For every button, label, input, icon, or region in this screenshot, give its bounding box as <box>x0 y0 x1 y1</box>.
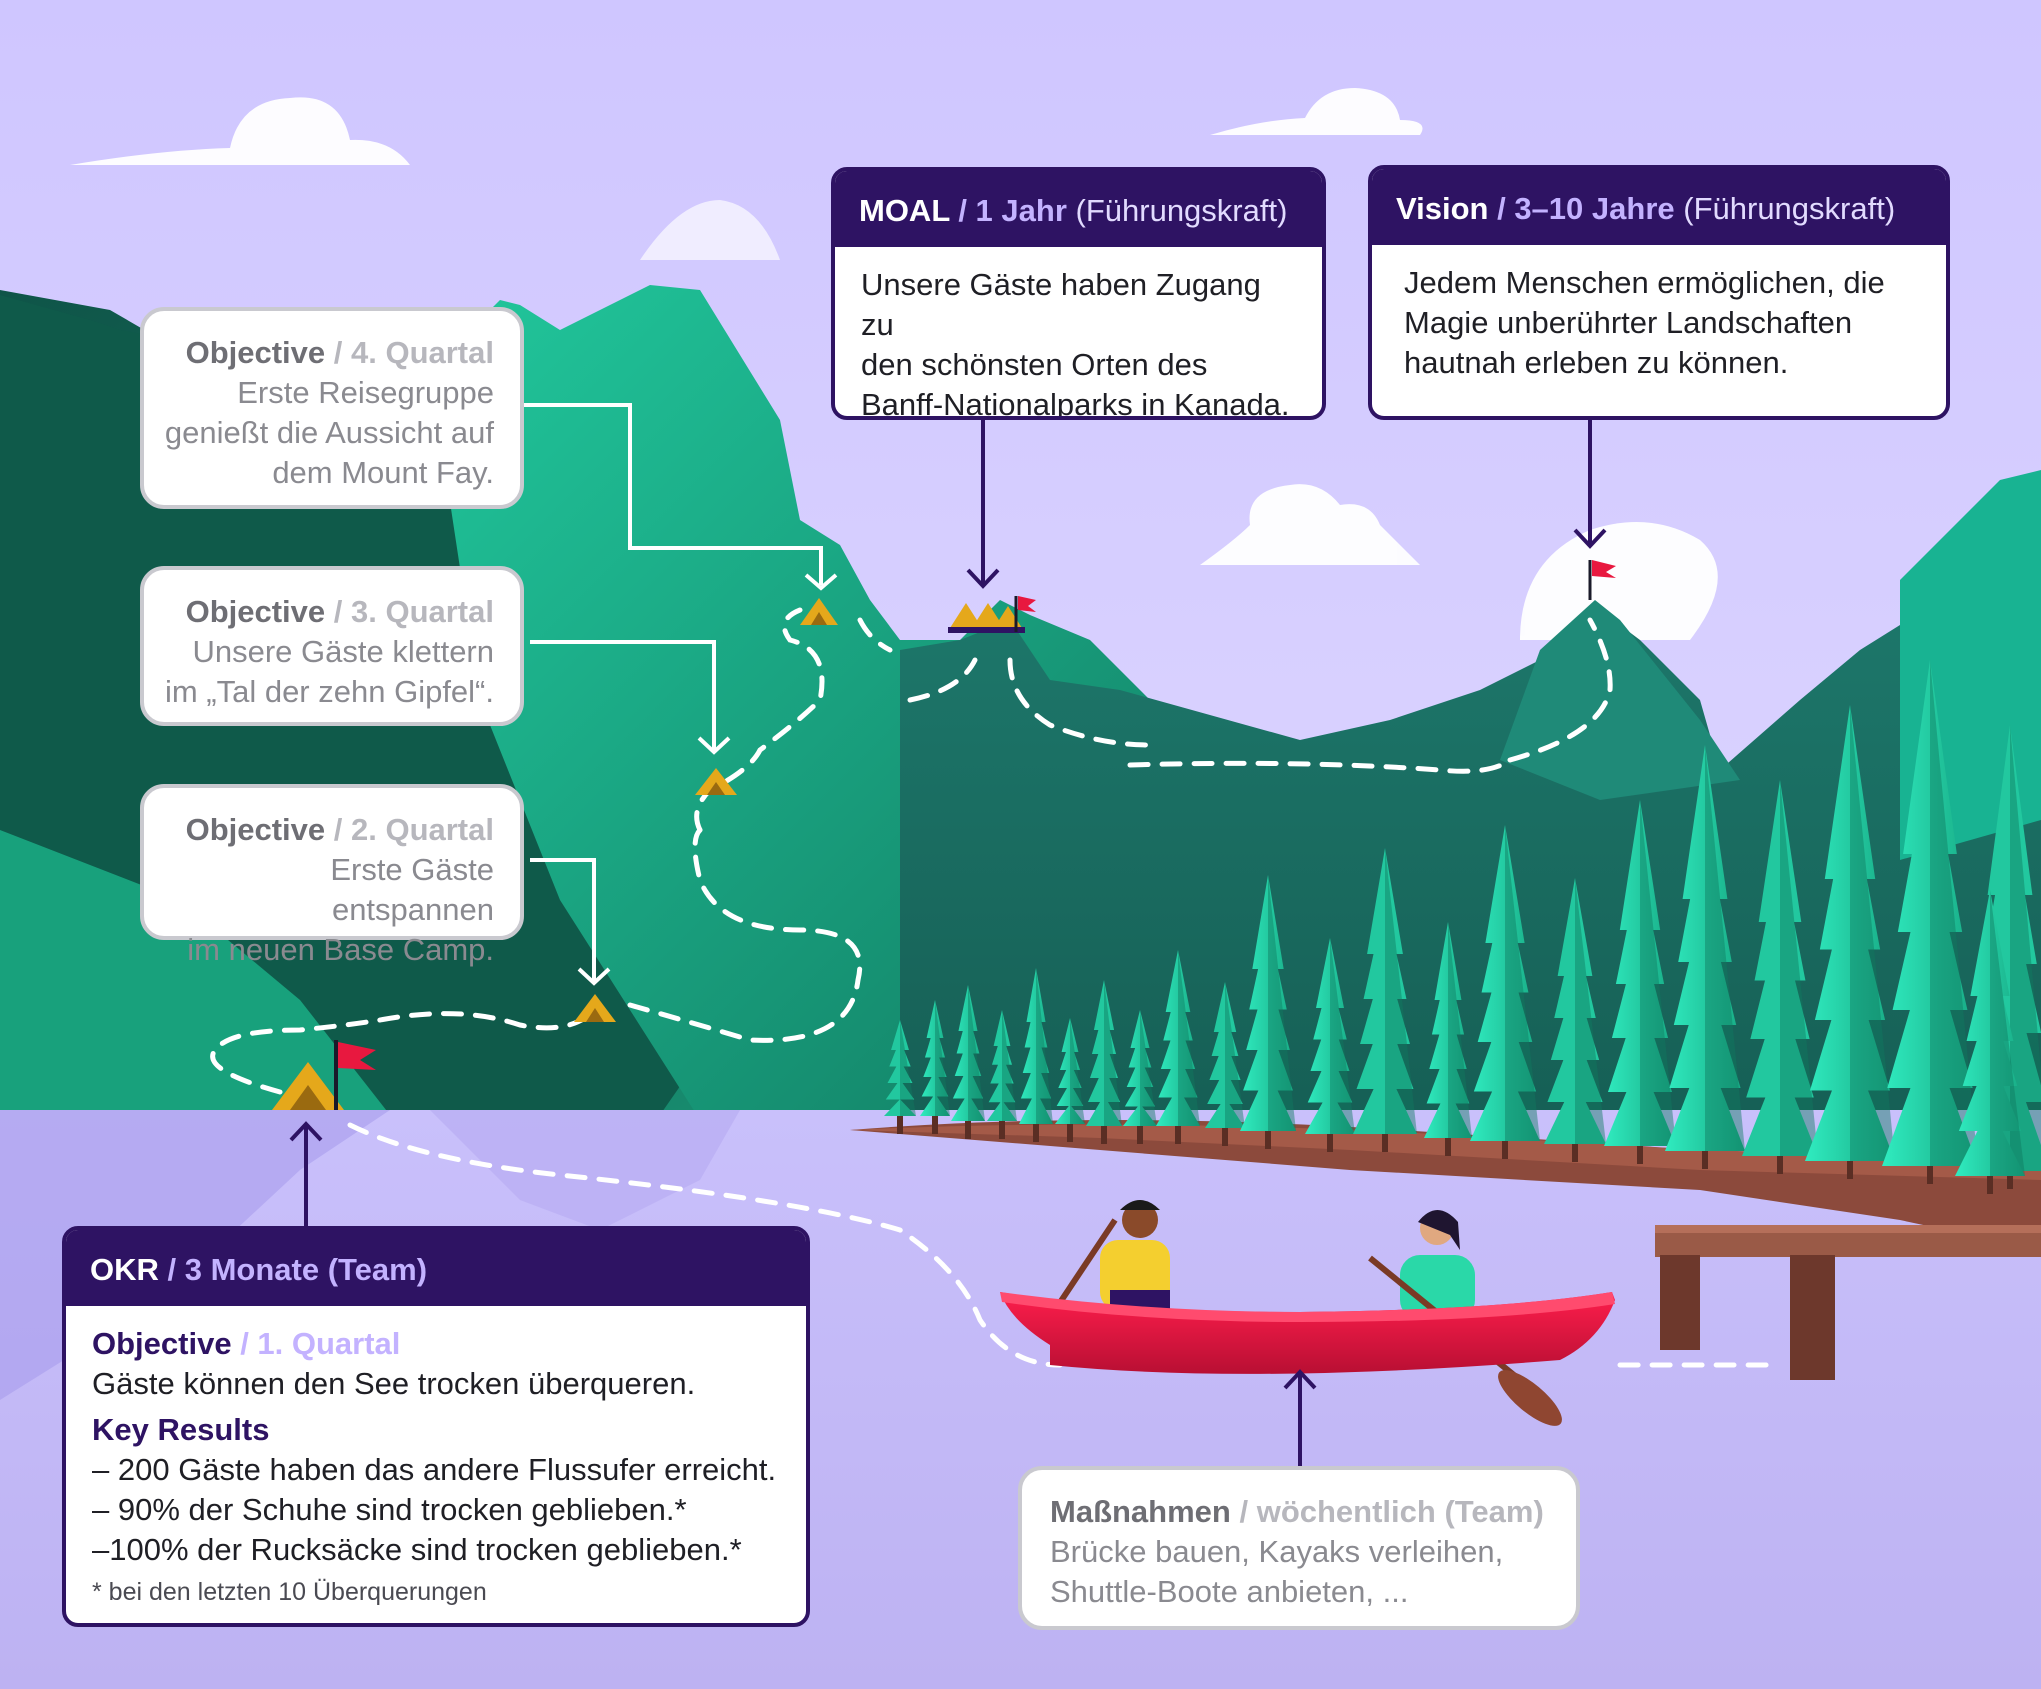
vision-role: (Führungskraft) <box>1683 191 1896 226</box>
forest <box>884 660 2041 1194</box>
objective-q2-label: Objective <box>185 812 326 847</box>
objective-q3-title: Objective / 3. Quartal <box>164 592 494 632</box>
pine-tree <box>1305 938 1355 1152</box>
moal-line-2: den schönsten Orten des <box>861 347 1208 382</box>
objective-q4-card: Objective / 4. Quartal Erste Reisegruppe… <box>140 307 524 509</box>
moal-line-1: Unsere Gäste haben Zugang zu <box>861 267 1261 342</box>
pine-tree <box>951 985 985 1139</box>
pine-tree <box>1123 1010 1157 1144</box>
objective-q3-quarter: / 3. Quartal <box>333 594 494 629</box>
okr-title: OKR <box>90 1252 159 1287</box>
pine-tree <box>1019 968 1053 1142</box>
lake-reflection-center <box>430 1110 740 1230</box>
pine-tree <box>1544 878 1606 1162</box>
actions-title: Maßnahmen / wöchentlich (Team) <box>1050 1492 1550 1532</box>
clouds <box>70 88 1718 640</box>
moal-body: Unsere Gäste haben Zugang zu den schönst… <box>835 247 1322 420</box>
pine-tree <box>1470 825 1540 1159</box>
actions-frequency: / wöchentlich (Team) <box>1239 1494 1544 1529</box>
pine-tree <box>1205 982 1245 1146</box>
okr-objective-heading: Objective / 1. Quartal <box>92 1324 780 1364</box>
objective-q2-card: Objective / 2. Quartal Erste Gäste entsp… <box>140 784 524 967</box>
pine-tree <box>1805 705 1895 1179</box>
okr-key-result-3: –100% der Rucksäcke sind trocken geblieb… <box>92 1532 742 1567</box>
objective-q3-label: Objective <box>185 594 326 629</box>
objective-q4-line-1: Erste Reisegruppe <box>237 375 494 410</box>
vision-title: Vision <box>1396 191 1489 226</box>
vision-card: Vision / 3–10 Jahre (Führungskraft) Jede… <box>1368 165 1950 420</box>
objective-q2-line-1: Erste Gäste entspannen <box>330 852 494 927</box>
flags <box>334 560 1616 1110</box>
okr-header: OKR / 3 Monate (Team) <box>66 1230 806 1306</box>
actions-line-2: Shuttle-Boote anbieten, ... <box>1050 1574 1409 1609</box>
okr-duration: / 3 Monate (Team) <box>167 1252 428 1287</box>
objective-q3-line-1: Unsere Gäste klettern <box>192 634 494 669</box>
okr-objective-text: Gäste können den See trocken überqueren. <box>92 1366 696 1401</box>
objective-q2-quarter: / 2. Quartal <box>333 812 494 847</box>
pine-tree <box>1665 745 1745 1169</box>
mountain-right <box>900 520 2041 1120</box>
vision-line-2: Magie unberührter Landschaften <box>1404 305 1853 340</box>
objective-q4-quarter: / 4. Quartal <box>333 335 494 370</box>
moal-title: MOAL <box>859 193 950 228</box>
pine-tree <box>1086 980 1122 1144</box>
jetty <box>1655 1225 2041 1380</box>
moal-duration: / 1 Jahr <box>958 193 1067 228</box>
objective-q4-line-2: genießt die Aussicht auf <box>164 415 494 450</box>
pine-tree <box>1604 800 1676 1164</box>
okr-footnote: * bei den letzten 10 Überquerungen <box>92 1578 487 1606</box>
canoe-with-paddlers <box>1000 1200 1615 1426</box>
moal-role: (Führungskraft) <box>1075 193 1288 228</box>
vision-line-3: hautnah erleben zu können. <box>1404 345 1789 380</box>
objective-q2-title: Objective / 2. Quartal <box>164 810 494 850</box>
vision-body: Jedem Menschen ermöglichen, die Magie un… <box>1372 245 1946 401</box>
okr-key-results-label: Key Results <box>92 1412 270 1447</box>
mountain-front-slope <box>0 830 390 1115</box>
objective-q2-line-2: im neuen Base Camp. <box>187 932 494 967</box>
okr-card: OKR / 3 Monate (Team) Objective / 1. Qua… <box>62 1226 810 1627</box>
vision-line-1: Jedem Menschen ermöglichen, die <box>1404 265 1885 300</box>
pine-tree <box>987 1010 1017 1139</box>
pine-tree <box>1055 1018 1085 1142</box>
okr-key-result-1: – 200 Gäste haben das andere Flussufer e… <box>92 1452 777 1487</box>
vision-peak <box>1500 600 1740 800</box>
pine-tree <box>1240 875 1296 1149</box>
moal-line-3: Banff-Nationalparks in Kanada. <box>861 387 1290 420</box>
objective-q3-line-2: im „Tal der zehn Gipfel“. <box>164 674 494 709</box>
okr-objective-quarter: / 1. Quartal <box>240 1326 401 1361</box>
objective-q4-label: Objective <box>185 335 326 370</box>
objective-q4-title: Objective / 4. Quartal <box>164 333 494 373</box>
okr-body: Objective / 1. Quartal Gäste können den … <box>66 1306 806 1623</box>
actions-line-1: Brücke bauen, Kayaks verleihen, <box>1050 1534 1504 1569</box>
okr-key-result-2: – 90% der Schuhe sind trocken geblieben.… <box>92 1492 687 1527</box>
pine-tree <box>920 1000 950 1134</box>
pine-tree <box>884 1020 916 1134</box>
pine-tree <box>1742 780 1818 1174</box>
connectors <box>289 403 1607 1468</box>
vision-header: Vision / 3–10 Jahre (Führungskraft) <box>1372 169 1946 245</box>
okr-objective-label: Objective <box>92 1326 232 1361</box>
vision-duration: / 3–10 Jahre <box>1497 191 1675 226</box>
pine-tree <box>1156 950 1200 1144</box>
objective-q3-card: Objective / 3. Quartal Unsere Gäste klet… <box>140 566 524 726</box>
pine-tree <box>1955 890 2025 1194</box>
moal-header: MOAL / 1 Jahr (Führungskraft) <box>835 171 1322 247</box>
objective-q4-line-3: dem Mount Fay. <box>272 455 494 490</box>
pine-tree <box>1353 848 1417 1152</box>
pine-tree <box>1882 660 1978 1184</box>
actions-label: Maßnahmen <box>1050 1494 1231 1529</box>
pine-tree <box>1424 922 1472 1156</box>
actions-card: Maßnahmen / wöchentlich (Team) Brücke ba… <box>1018 1466 1580 1630</box>
moal-card: MOAL / 1 Jahr (Führungskraft) Unsere Gäs… <box>831 167 1326 420</box>
